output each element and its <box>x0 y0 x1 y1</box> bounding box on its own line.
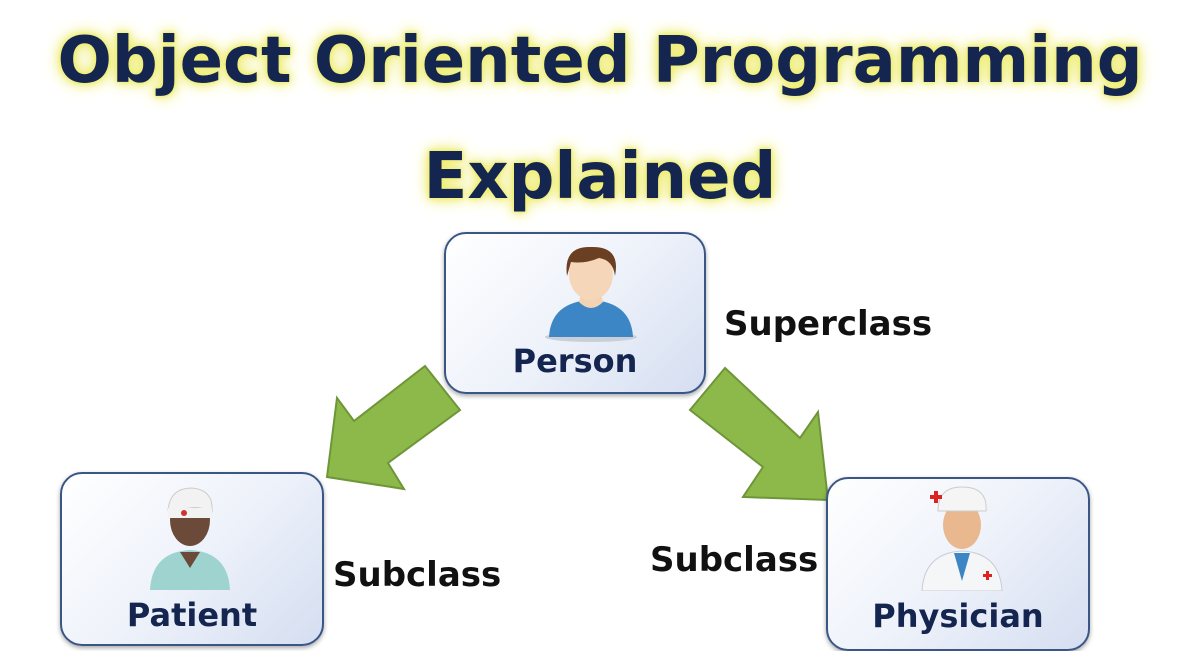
superclass-label: Superclass <box>724 304 933 344</box>
title-line-2: Explained <box>423 140 777 214</box>
person-icon <box>545 246 637 342</box>
arrow-to-physician <box>688 366 830 502</box>
person-label: Person <box>512 342 638 380</box>
physician-node: Physician <box>826 477 1090 651</box>
patient-label: Patient <box>126 596 258 634</box>
title-line-1: Object Oriented Programming <box>57 24 1143 98</box>
inheritance-arrows <box>325 364 830 502</box>
arrow-to-patient <box>325 364 462 491</box>
physician-label: Physician <box>872 597 1044 635</box>
subclass-right-label: Subclass <box>650 540 819 580</box>
subclass-left-label: Subclass <box>333 555 502 595</box>
person-node: Person <box>444 232 706 394</box>
patient-icon <box>150 487 230 590</box>
physician-icon <box>921 486 1003 591</box>
patient-node: Patient <box>60 472 324 646</box>
